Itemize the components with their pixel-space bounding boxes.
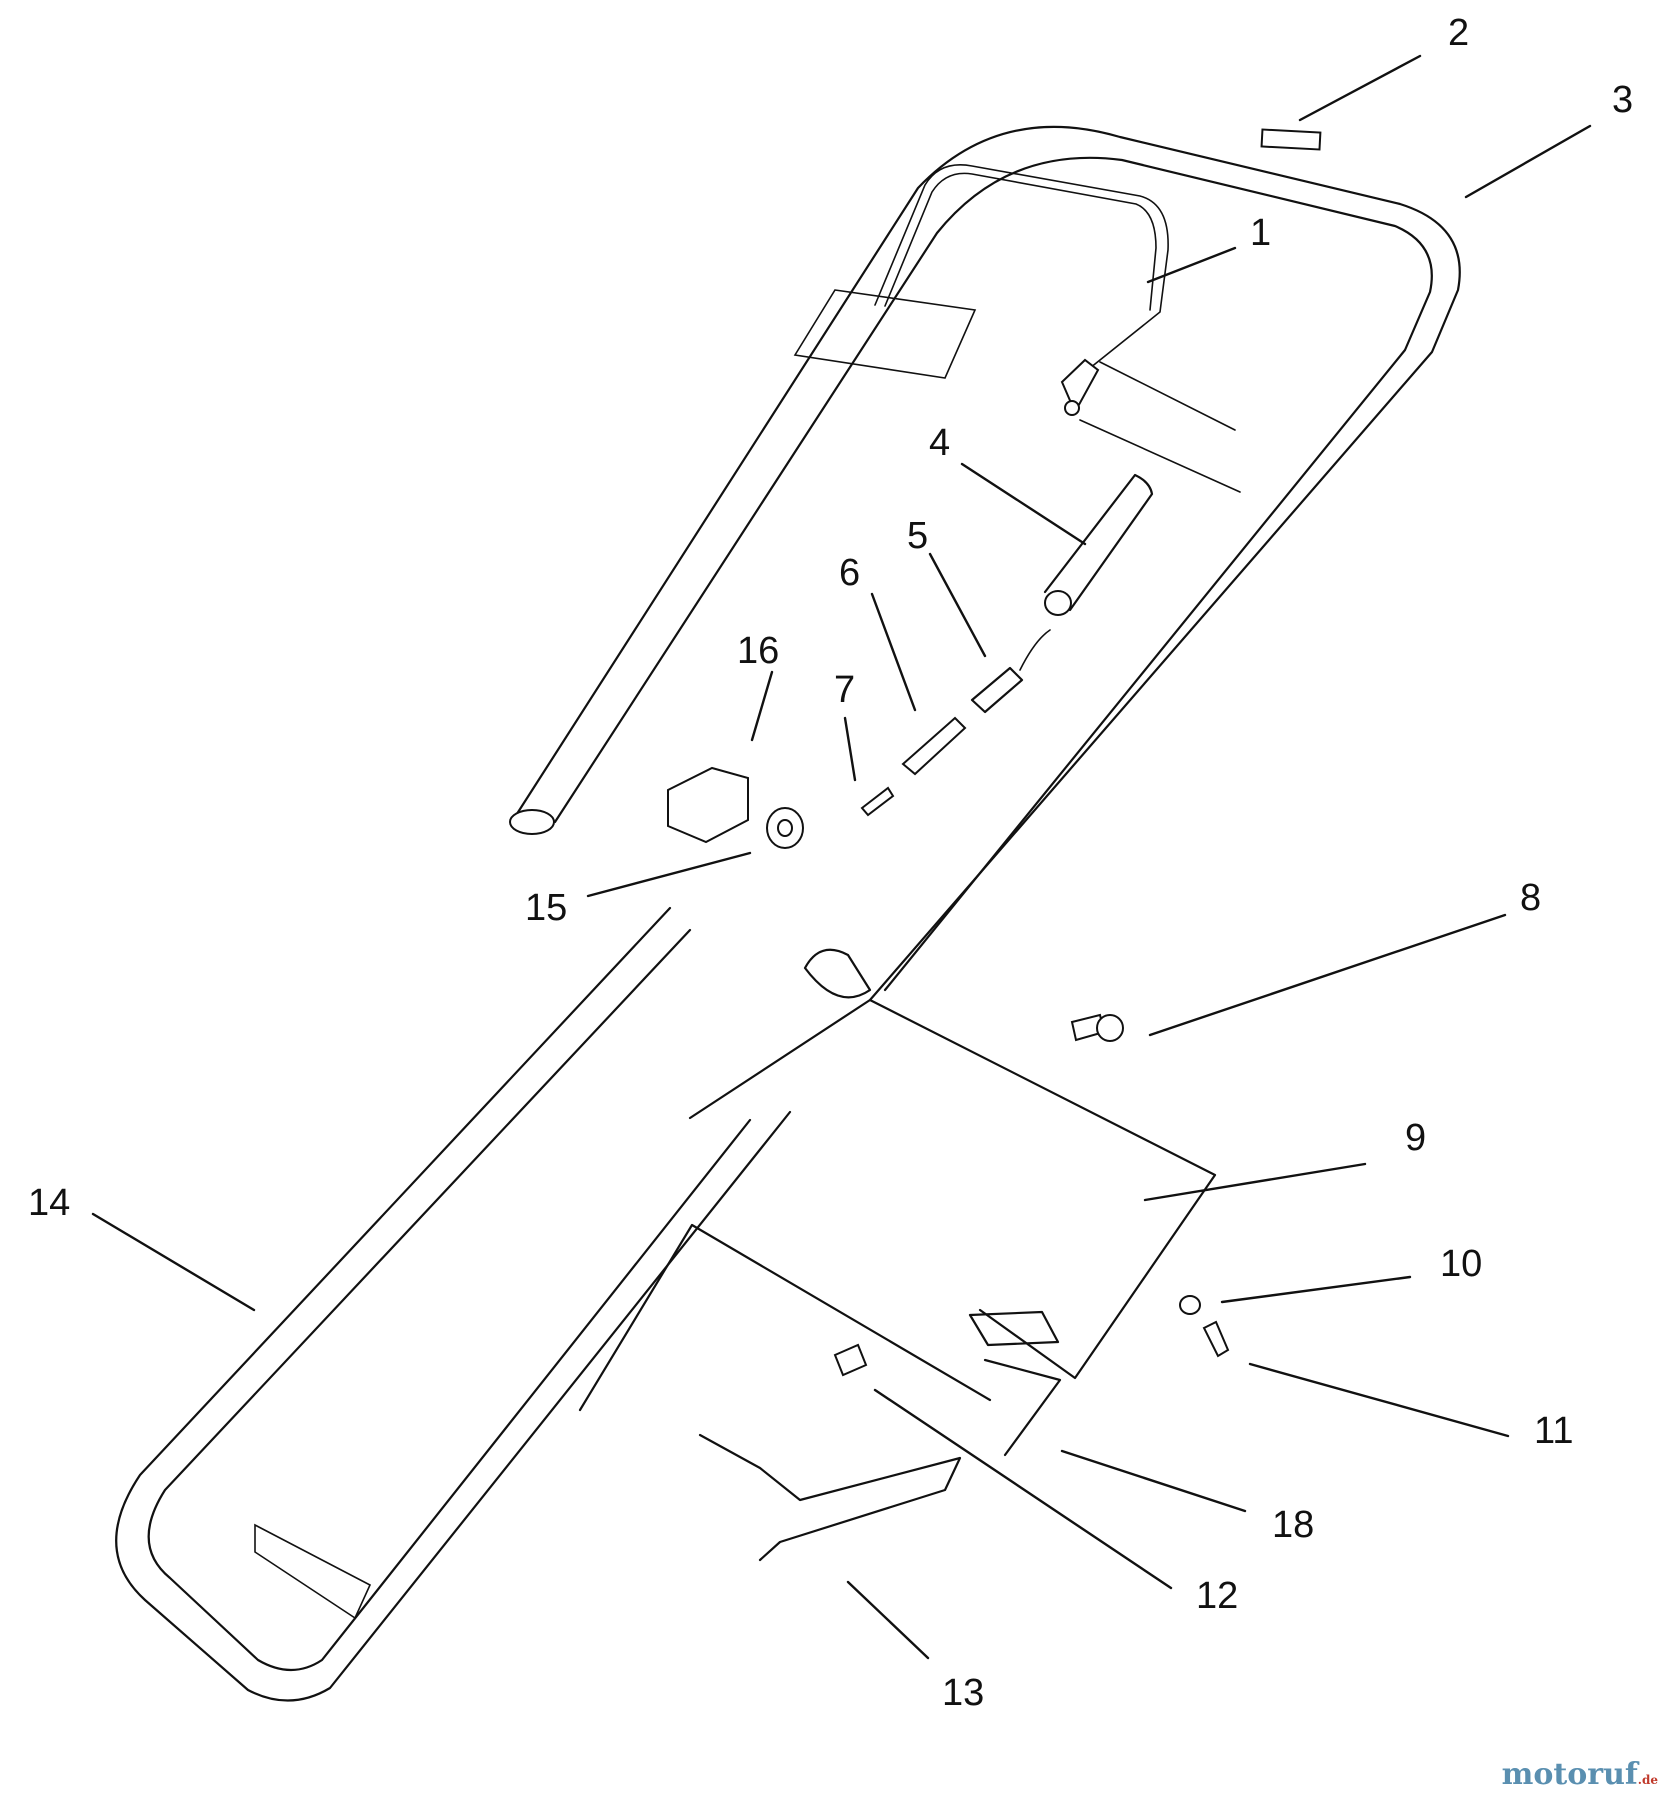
- pin-part-7: [860, 786, 895, 817]
- callout-18: 18: [1272, 1504, 1314, 1546]
- leader-1: [1146, 246, 1237, 284]
- watermark-brand: motoruf: [1501, 1757, 1638, 1792]
- leader-4: [960, 462, 1087, 546]
- callout-8: 8: [1520, 877, 1541, 919]
- leader-16: [750, 670, 774, 742]
- callout-6: 6: [839, 552, 860, 594]
- callout-9: 9: [1405, 1117, 1426, 1159]
- leader-2: [1298, 54, 1422, 122]
- washer-part-15: [766, 807, 804, 849]
- spring-part-5: [970, 629, 1051, 714]
- handle-decal: [793, 289, 977, 379]
- leader-5: [928, 552, 987, 658]
- rod-part-4: [1043, 361, 1241, 616]
- bottom-bracket: [578, 998, 1217, 1562]
- nut-part-12: [833, 1343, 868, 1377]
- callout-12: 12: [1196, 1575, 1238, 1617]
- callout-13: 13: [942, 1672, 984, 1714]
- leader-13: [846, 1580, 930, 1660]
- control-bail: [874, 164, 1169, 416]
- leader-3: [1464, 124, 1592, 199]
- plate-part-6: [901, 716, 967, 776]
- terminal-part-11: [1202, 1320, 1230, 1358]
- leader-6: [870, 592, 917, 712]
- callout-5: 5: [907, 515, 928, 557]
- callout-2: 2: [1448, 12, 1469, 54]
- watermark-logo: motoruf.de: [1502, 1757, 1658, 1792]
- watermark-suffix: .de: [1637, 1773, 1658, 1787]
- callout-15: 15: [525, 887, 567, 929]
- leader-18: [1060, 1449, 1247, 1513]
- callout-14: 14: [28, 1182, 70, 1224]
- callout-3: 3: [1612, 79, 1633, 121]
- callout-4: 4: [929, 422, 950, 464]
- callout-1: 1: [1250, 212, 1271, 254]
- leader-11: [1248, 1362, 1510, 1438]
- callout-11: 11: [1534, 1410, 1573, 1452]
- leader-12: [873, 1388, 1173, 1590]
- callout-16: 16: [737, 630, 779, 672]
- callout-7: 7: [834, 669, 855, 711]
- washer-part-10: [1179, 1295, 1201, 1315]
- callout-10: 10: [1440, 1243, 1482, 1285]
- bolt-part-8: [1070, 1013, 1124, 1042]
- upper-handle: [509, 125, 1461, 1002]
- label-part-2: [1260, 128, 1322, 151]
- leader-7: [843, 716, 857, 782]
- leader-15: [586, 851, 752, 898]
- block-part-16: [667, 766, 749, 844]
- leader-9: [1143, 1162, 1367, 1202]
- lower-handle: [115, 906, 792, 1702]
- leader-10: [1220, 1275, 1412, 1304]
- leader-14: [91, 1212, 256, 1312]
- leader-8: [1148, 913, 1507, 1037]
